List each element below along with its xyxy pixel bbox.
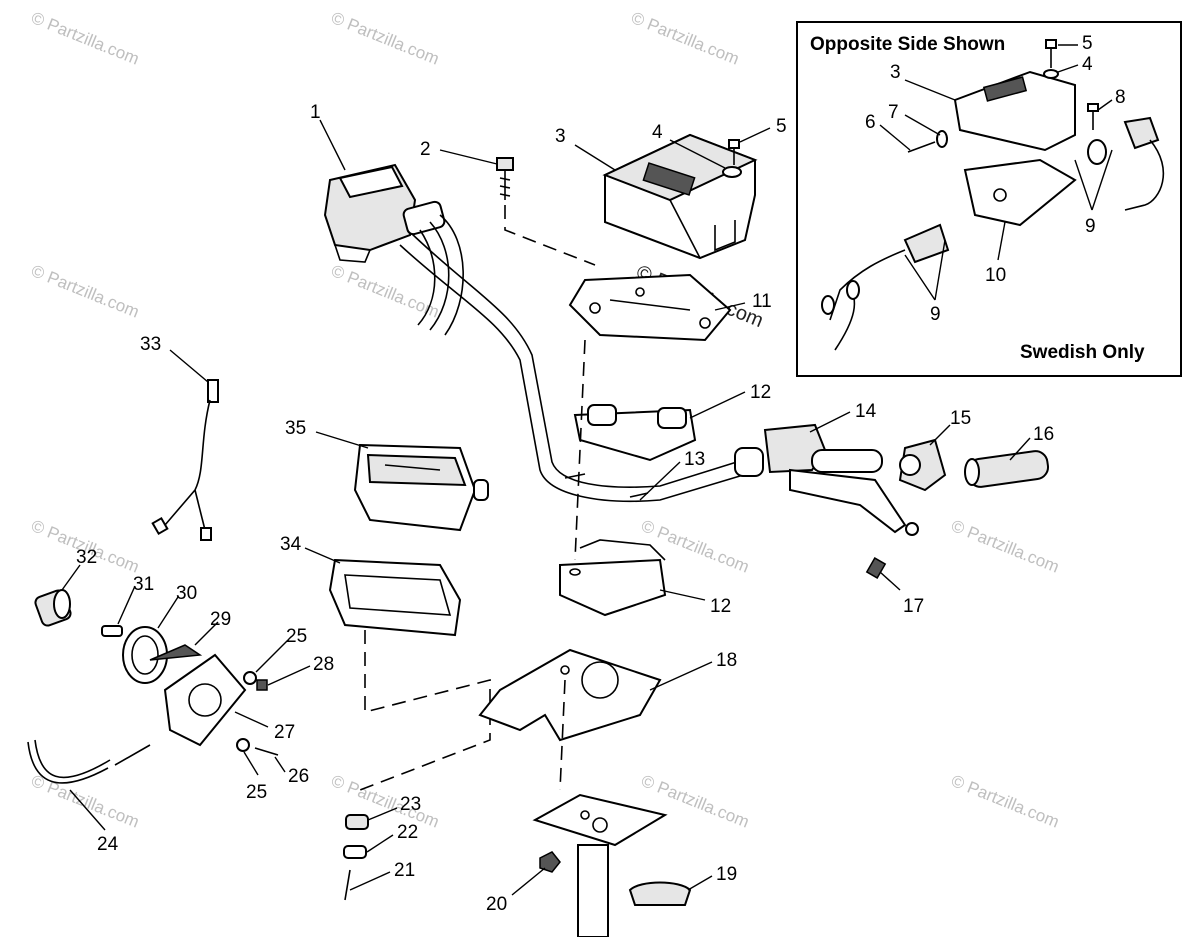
cover-3: [602, 133, 758, 260]
handlebar: [399, 231, 761, 503]
callout-21: 21: [394, 860, 415, 881]
left-assembly: [27, 589, 279, 784]
watermark: © Partzilla.com: [329, 8, 442, 69]
callout-31: 31: [133, 574, 154, 595]
inset-callout-8: 8: [1115, 87, 1126, 108]
inset-callout-7: 7: [888, 102, 899, 123]
callout-32: 32: [76, 547, 97, 568]
callout-17: 17: [903, 596, 924, 617]
callout-2: 2: [420, 139, 431, 160]
throttle-control: [323, 163, 464, 336]
callout-16: 16: [1033, 424, 1054, 445]
bolt-2: [496, 157, 596, 266]
grip-16: [964, 450, 1050, 488]
inset-callout-6: 6: [865, 112, 876, 133]
screw-5: [728, 139, 740, 165]
inset-swedish-only: Opposite Side Shown Swedish Only: [796, 21, 1182, 377]
callout-25-lower: 25: [246, 782, 267, 803]
callout-35: 35: [285, 418, 306, 439]
watermark: © Partzilla.com: [949, 771, 1062, 832]
inset-title: Opposite Side Shown: [810, 34, 1005, 55]
lower-clamp-12: [559, 539, 667, 617]
callout-25-upper: 25: [286, 626, 307, 647]
inset-callout-5: 5: [1082, 33, 1093, 54]
watermark: © Partzilla.com: [29, 771, 142, 832]
callout-numbers: 1 2 3 4 5 11 12 13 14 15 16 17 18 19 20 …: [76, 102, 1054, 915]
inset-callout-3: 3: [890, 62, 901, 83]
plate-11: [568, 273, 732, 342]
inset-callout-4: 4: [1082, 54, 1093, 75]
leader-lines: [61, 119, 1031, 896]
callout-20: 20: [486, 894, 507, 915]
callout-12-upper: 12: [750, 382, 771, 403]
inset-callout-9-left: 9: [930, 304, 941, 325]
callout-22: 22: [397, 822, 418, 843]
speedometer-35: [353, 443, 489, 532]
callout-12-lower: 12: [710, 596, 731, 617]
callout-11: 11: [752, 291, 772, 312]
callout-3: 3: [555, 126, 566, 147]
callout-13: 13: [684, 449, 705, 470]
callout-28: 28: [313, 654, 334, 675]
callout-4: 4: [652, 122, 663, 143]
inset-callout-10: 10: [985, 265, 1006, 286]
callout-18: 18: [716, 650, 737, 671]
callout-27: 27: [274, 722, 295, 743]
steering-stem: [532, 793, 692, 937]
callout-5: 5: [776, 116, 787, 137]
callout-23: 23: [400, 794, 421, 815]
callout-14: 14: [855, 401, 877, 422]
callout-1: 1: [310, 102, 321, 123]
callout-19: 19: [716, 864, 737, 885]
upper-clamp-12: [573, 339, 697, 561]
mounting-plate-18: [478, 648, 662, 791]
master-cylinder-14: [734, 423, 919, 536]
callout-29: 29: [210, 609, 231, 630]
screw-17: [865, 557, 887, 579]
watermark: © Partzilla.com: [329, 261, 442, 322]
switch-15: [898, 438, 947, 492]
speedometer-housing-34: [328, 558, 491, 791]
callout-26: 26: [288, 766, 309, 787]
watermark: © Partzilla.com: [29, 261, 142, 322]
callout-34: 34: [280, 534, 302, 555]
watermark: © Partzilla.com: [629, 8, 742, 69]
watermark: © Partzilla.com: [639, 771, 752, 832]
wire-harness-33: [151, 379, 219, 541]
inset-footer: Swedish Only: [1020, 342, 1145, 363]
small-parts-21-23: [343, 814, 369, 901]
washer-4: [722, 166, 742, 178]
watermark: © Partzilla.com: [29, 8, 142, 69]
callout-33: 33: [140, 334, 161, 355]
watermark: © Partzilla.com: [949, 516, 1062, 577]
callout-24: 24: [97, 834, 119, 855]
inset-callout-9-right: 9: [1085, 216, 1096, 237]
callout-30: 30: [176, 583, 197, 604]
callout-15: 15: [950, 408, 971, 429]
